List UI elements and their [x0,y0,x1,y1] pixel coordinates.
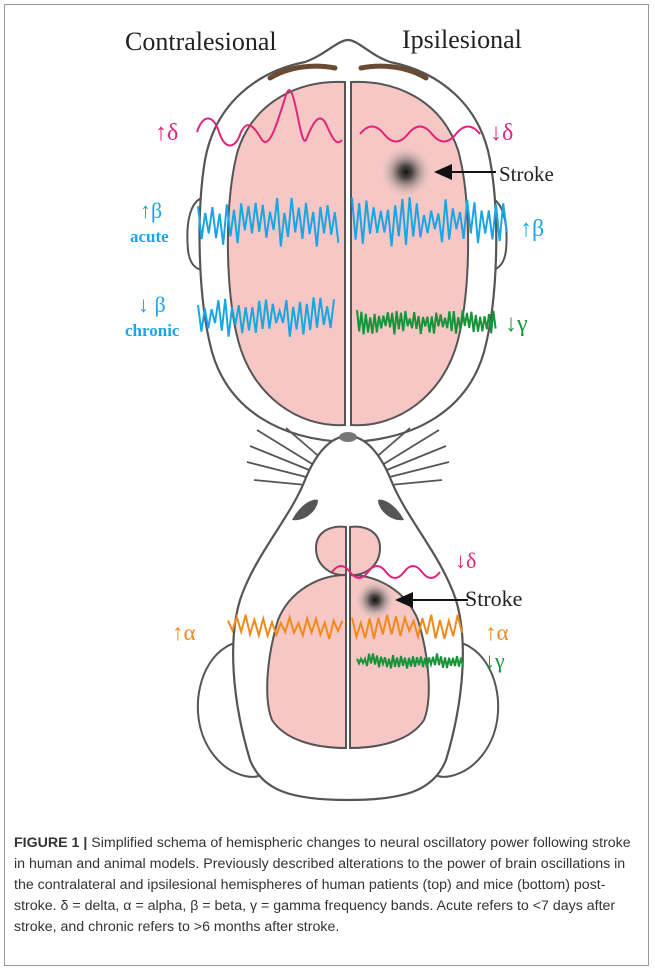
figure-caption: FIGURE 1 | Simplified schema of hemisphe… [14,833,642,938]
figure-caption-label: FIGURE 1 | [14,835,87,851]
mouse-head-outline [233,436,463,800]
mouse-left-alpha-label: ↑α [172,620,196,645]
human-right-beta-label: ↑β [520,216,544,242]
human-right-delta-label: ↓δ [490,120,513,146]
figure-illustration: Contralesional Ipsilesional ↑δ ↓δ Stroke… [0,0,655,830]
figure-caption-text: Simplified schema of hemispheric changes… [14,835,631,935]
human-stroke-label: Stroke [499,162,554,186]
mouse-stroke-lesion [355,580,395,620]
mouse-right-delta-label: ↓δ [455,548,476,573]
human-acute-label: acute [130,227,169,246]
mouse-right-alpha-label: ↑α [485,620,509,645]
contralesional-title: Contralesional [125,27,277,56]
human-left-delta-label: ↑δ [155,120,178,146]
ipsilesional-title: Ipsilesional [402,25,522,54]
mouse-head [198,428,498,800]
mouse-nose [339,432,357,442]
human-right-gamma-label: ↓γ [505,311,528,337]
human-stroke-lesion [380,146,432,198]
human-head [187,40,506,442]
mouse-right-gamma-label: ↓γ [484,648,505,673]
human-chronic-label: chronic [125,321,180,340]
human-left-beta-chronic-label: ↓ β [138,292,166,317]
mouse-stroke-label: Stroke [465,586,522,611]
human-left-beta-acute-label: ↑β [140,198,162,223]
